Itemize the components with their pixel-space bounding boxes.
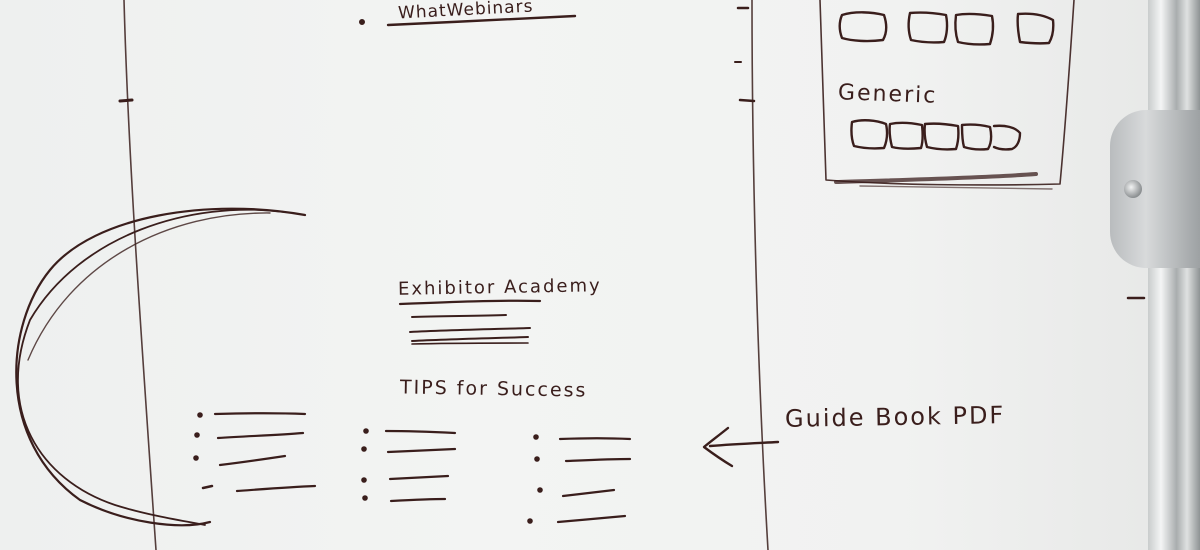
bullet-dot bbox=[359, 19, 365, 25]
exhibitor-underline bbox=[398, 299, 542, 306]
exhibitor-line bbox=[411, 342, 529, 345]
right-panel-underline bbox=[859, 185, 1053, 190]
loop-stroke bbox=[17, 208, 286, 526]
exhibitor-line bbox=[411, 336, 529, 342]
tips-column-2 bbox=[361, 428, 457, 503]
sketch-boxes-row-2 bbox=[850, 119, 1022, 151]
panel-label: Generic bbox=[837, 80, 938, 109]
loop-stroke bbox=[15, 207, 307, 527]
right-panel-box bbox=[819, 0, 1075, 186]
board-frame bbox=[1148, 0, 1200, 550]
sketch-boxes-row-1 bbox=[838, 11, 1055, 46]
tick-mark bbox=[738, 98, 756, 103]
tips-column-1 bbox=[193, 412, 317, 493]
top-heading-underline bbox=[386, 14, 577, 27]
tips-heading: TIPS for Success bbox=[399, 376, 588, 402]
tips-column-3 bbox=[527, 434, 632, 524]
left-arrow-icon bbox=[702, 426, 780, 468]
tick-mark bbox=[118, 98, 134, 103]
exhibitor-line bbox=[409, 327, 531, 333]
exhibitor-heading: Exhibitor Academy bbox=[397, 275, 602, 300]
loop-stroke bbox=[27, 212, 271, 361]
right-divider-line bbox=[751, 0, 769, 550]
right-panel-underline bbox=[834, 172, 1038, 184]
guidebook-note: Guide Book PDF bbox=[784, 401, 1006, 433]
screw-icon bbox=[1124, 180, 1142, 198]
exhibitor-line bbox=[411, 314, 507, 318]
left-divider-line bbox=[123, 0, 157, 550]
